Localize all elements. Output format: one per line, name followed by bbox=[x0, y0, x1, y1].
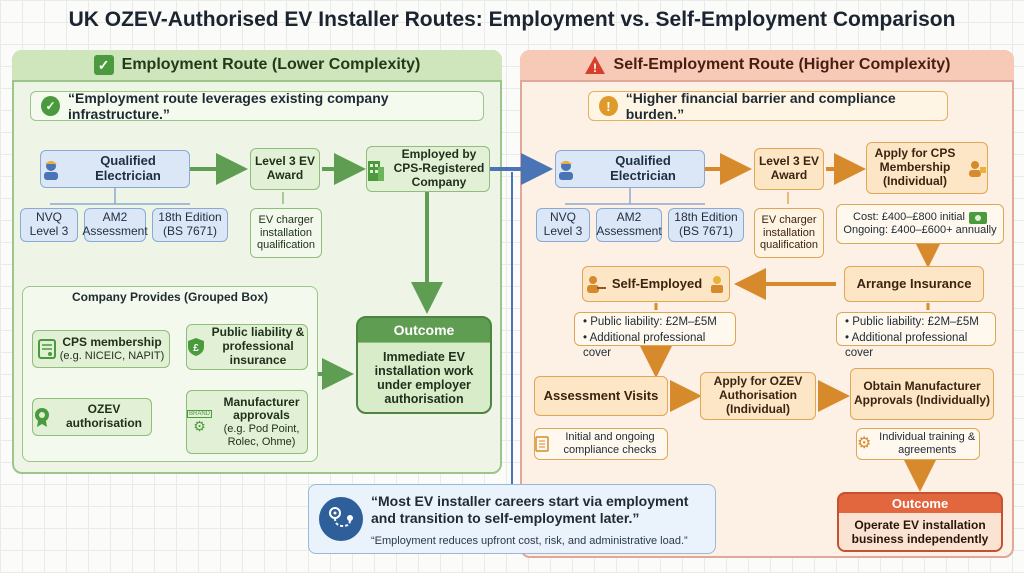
businessman-icon bbox=[708, 275, 726, 293]
employment-outcome: Outcome Immediate EV installation work u… bbox=[356, 316, 492, 414]
electrician-icon bbox=[41, 158, 61, 180]
warning-icon: ! bbox=[584, 55, 606, 75]
money-icon bbox=[968, 211, 987, 224]
employment-outcome-text: Immediate EV installation work under emp… bbox=[358, 343, 490, 412]
self-qualified-electrician: Qualified Electrician bbox=[555, 150, 705, 188]
self-insurance-bullets: • Public liability: £2M–£5M • Additional… bbox=[836, 312, 996, 359]
self-employment-outcome: Outcome Operate EV installation business… bbox=[837, 492, 1003, 552]
company-cps-membership: CPS membership (e.g. NICEIC, NAPIT) bbox=[32, 330, 170, 368]
self-level3-award: Level 3 EV Award bbox=[754, 148, 824, 190]
self-employment-route-title: Self-Employment Route (Higher Complexity… bbox=[613, 56, 951, 73]
check-icon: ✓ bbox=[93, 55, 114, 75]
company-manufacturer-approvals: BRAND ⚙ Manufacturer approvals (e.g. Pod… bbox=[186, 390, 308, 454]
employment-route-header: ✓ Employment Route (Lower Complexity) bbox=[12, 50, 502, 82]
self-qual-am2: AM2 Assessment bbox=[596, 208, 662, 242]
svg-text:!: ! bbox=[593, 61, 597, 75]
emp-level3-note: EV charger installation qualification bbox=[250, 208, 322, 258]
emp-employed-by-cps: Employed by CPS-Registered Company bbox=[366, 146, 490, 192]
company-public-liability: £ Public liability & professional insura… bbox=[186, 324, 308, 370]
self-outcome-text: Operate EV installation business indepen… bbox=[839, 513, 1001, 550]
gear-icon: ⚙ bbox=[857, 434, 872, 452]
company-provides-title: Company Provides (Grouped Box) bbox=[71, 290, 269, 304]
check-circle-icon: ✓ bbox=[41, 96, 60, 116]
self-employment-route-header: ! Self-Employment Route (Higher Complexi… bbox=[520, 50, 1014, 82]
emp-qual-18th: 18th Edition (BS 7671) bbox=[152, 208, 228, 242]
employment-quote: ✓ “Employment route leverages existing c… bbox=[30, 90, 484, 122]
electrician-icon bbox=[556, 158, 576, 180]
self-cps-membership: Apply for CPS Membership (Individual) bbox=[866, 142, 988, 194]
employment-route-title: Employment Route (Lower Complexity) bbox=[121, 56, 421, 73]
career-path-quote-text: “Most EV installer careers start via emp… bbox=[371, 493, 689, 526]
self-cps-cost: Cost: £400–£800 initial Ongoing: £400–£6… bbox=[836, 204, 1004, 244]
brand-gear-icon: BRAND ⚙ bbox=[187, 409, 213, 435]
certificate-icon bbox=[37, 339, 56, 359]
emp-qualified-electrician: Qualified Electrician bbox=[40, 150, 190, 188]
shield-pound-icon: £ bbox=[187, 337, 205, 357]
self-assessment-visits: Assessment Visits bbox=[534, 376, 668, 416]
self-assessment-note: Initial and ongoing compliance checks bbox=[534, 428, 668, 460]
self-qual-nvq: NVQ Level 3 bbox=[536, 208, 590, 242]
self-employed-bullets: • Public liability: £2M–£5M • Additional… bbox=[574, 312, 736, 359]
self-arrange-insurance: Arrange Insurance bbox=[844, 266, 984, 302]
career-path-quote: “Most EV installer careers start via emp… bbox=[308, 484, 716, 554]
person-card-icon bbox=[967, 159, 987, 177]
building-icon bbox=[367, 157, 385, 181]
self-outcome-title: Outcome bbox=[891, 496, 949, 511]
self-level3-note: EV charger installation qualification bbox=[754, 208, 824, 258]
self-manufacturer-note: ⚙ Individual training & agreements bbox=[856, 428, 980, 460]
alert-circle-icon: ! bbox=[599, 96, 618, 116]
emp-level3-award: Level 3 EV Award bbox=[250, 148, 320, 190]
self-manufacturer-approvals: Obtain Manufacturer Approvals (Individua… bbox=[850, 368, 994, 420]
self-qual-18th: 18th Edition (BS 7671) bbox=[668, 208, 744, 242]
page-title: UK OZEV-Authorised EV Installer Routes: … bbox=[68, 8, 956, 31]
emp-qual-am2: AM2 Assessment bbox=[82, 208, 148, 242]
career-path-note: “Employment reduces upfront cost, risk, … bbox=[371, 535, 688, 547]
person-desk-icon bbox=[586, 275, 606, 293]
company-ozev-authorisation: OZEV authorisation bbox=[32, 398, 152, 436]
route-pin-icon bbox=[319, 497, 363, 541]
svg-text:£: £ bbox=[193, 343, 199, 354]
self-apply-ozev: Apply for OZEV Authorisation (Individual… bbox=[700, 372, 816, 420]
checklist-icon bbox=[535, 436, 549, 452]
employment-outcome-title: Outcome bbox=[358, 318, 490, 343]
badge-icon bbox=[33, 407, 51, 427]
self-employed: Self-Employed bbox=[582, 266, 730, 302]
emp-qual-nvq: NVQ Level 3 bbox=[20, 208, 78, 242]
self-employment-quote: ! “Higher financial barrier and complian… bbox=[588, 90, 948, 122]
